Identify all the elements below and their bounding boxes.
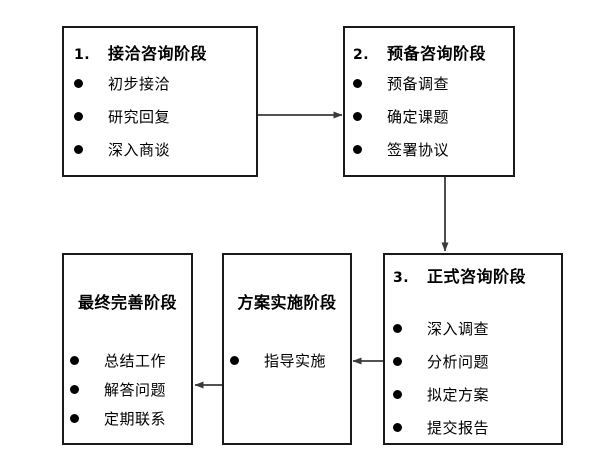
stage-1-item-2: 研究回复 xyxy=(74,106,170,127)
stage-1-heading: 1. 接洽咨询阶段 xyxy=(74,40,207,64)
stage-2-item-2-label: 确定课题 xyxy=(387,108,450,126)
stage-3-item-3-label: 拟定方案 xyxy=(427,386,490,404)
bullet-icon xyxy=(74,76,108,91)
stage-box-2[interactable]: 2. 预备咨询阶段 预备调查 确定课题 签署协议 xyxy=(343,26,515,177)
stage-3-item-2: 分析问题 xyxy=(393,351,489,372)
bullet-icon xyxy=(393,420,427,435)
stage-3-heading: 3. 正式咨询阶段 xyxy=(393,263,526,287)
stage-3-item-4-label: 提交报告 xyxy=(427,419,490,437)
stage-5-item-1: 总结工作 xyxy=(70,350,166,371)
stage-2-heading: 2. 预备咨询阶段 xyxy=(353,40,486,64)
stage-5-title: 最终完善阶段 xyxy=(77,293,177,312)
stage-2-item-3: 签署协议 xyxy=(353,139,449,160)
stage-3-item-4: 提交报告 xyxy=(393,417,489,438)
stage-4-title: 方案实施阶段 xyxy=(237,293,337,312)
stage-4-item-1-label: 指导实施 xyxy=(264,352,327,370)
stage-5-item-2: 解答问题 xyxy=(70,379,166,400)
stage-3-item-1-label: 深入调查 xyxy=(427,320,490,338)
stage-box-4[interactable]: 方案实施阶段 指导实施 xyxy=(222,253,352,445)
stage-1-item-1: 初步接洽 xyxy=(74,73,170,94)
stage-2-item-3-label: 签署协议 xyxy=(387,141,450,159)
stage-2-number: 2. xyxy=(353,47,370,63)
stage-box-5[interactable]: 最终完善阶段 总结工作 解答问题 定期联系 xyxy=(62,253,193,445)
stage-2-item-1: 预备调查 xyxy=(353,73,449,94)
stage-3-item-2-label: 分析问题 xyxy=(427,353,490,371)
stage-1-title: 接洽咨询阶段 xyxy=(108,44,208,63)
stage-3-item-3: 拟定方案 xyxy=(393,384,489,405)
bullet-icon xyxy=(393,387,427,402)
stage-1-number: 1. xyxy=(74,47,91,63)
stage-1-item-1-label: 初步接洽 xyxy=(108,75,171,93)
stage-2-item-2: 确定课题 xyxy=(353,106,449,127)
stage-1-item-3-label: 深入商谈 xyxy=(108,141,171,159)
bullet-icon xyxy=(230,353,264,368)
stage-3-number: 3. xyxy=(393,270,410,286)
bullet-icon xyxy=(353,76,387,91)
bullet-icon xyxy=(74,109,108,124)
stage-5-item-3-label: 定期联系 xyxy=(104,410,167,428)
stage-2-item-1-label: 预备调查 xyxy=(387,75,450,93)
stage-1-item-3: 深入商谈 xyxy=(74,139,170,160)
bullet-icon xyxy=(70,411,104,426)
stage-5-item-1-label: 总结工作 xyxy=(104,352,167,370)
stage-5-item-2-label: 解答问题 xyxy=(104,381,167,399)
stage-5-item-3: 定期联系 xyxy=(70,408,166,429)
bullet-icon xyxy=(393,321,427,336)
stage-box-1[interactable]: 1. 接洽咨询阶段 初步接洽 研究回复 深入商谈 xyxy=(62,26,258,177)
stage-box-3[interactable]: 3. 正式咨询阶段 深入调查 分析问题 拟定方案 提交报告 xyxy=(383,253,563,445)
bullet-icon xyxy=(393,354,427,369)
stage-3-title: 正式咨询阶段 xyxy=(427,267,527,286)
bullet-icon xyxy=(353,142,387,157)
stage-3-item-1: 深入调查 xyxy=(393,318,489,339)
stage-4-item-1: 指导实施 xyxy=(230,350,326,371)
bullet-icon xyxy=(74,142,108,157)
bullet-icon xyxy=(70,382,104,397)
bullet-icon xyxy=(70,353,104,368)
stage-2-title: 预备咨询阶段 xyxy=(387,44,487,63)
bullet-icon xyxy=(353,109,387,124)
stage-1-item-2-label: 研究回复 xyxy=(108,108,171,126)
